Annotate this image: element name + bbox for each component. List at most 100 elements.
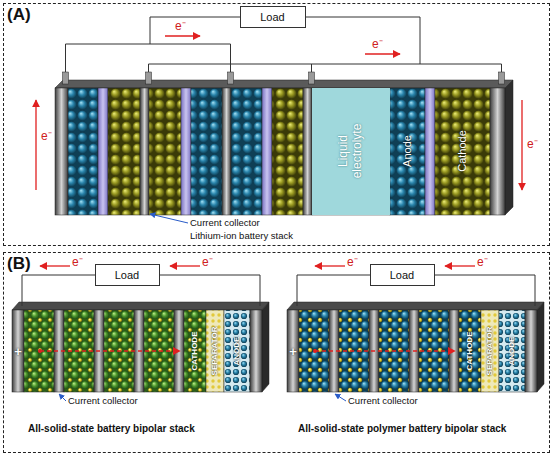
wire (160, 275, 260, 306)
stack-title: All-solid-state battery bipolar stack (28, 424, 195, 434)
separator-layer (481, 310, 499, 392)
cathode-layer (184, 310, 206, 392)
electron-arrow (521, 100, 522, 190)
electron-label: e⁻ (372, 38, 383, 50)
electron-arrows (315, 266, 475, 351)
end-plate (287, 310, 299, 392)
solid-state-stack (12, 302, 269, 392)
stack-side-face (262, 302, 269, 392)
callout-text: Current collector (348, 396, 418, 406)
polymer-stack (287, 302, 544, 392)
load-box: Load (95, 264, 160, 286)
electron-arrow (165, 35, 200, 36)
stack-side-face (505, 80, 513, 215)
electron-arrow (35, 100, 36, 190)
current-collector (55, 88, 68, 215)
electron-arrow (445, 265, 475, 266)
current-collector (490, 88, 505, 215)
electron-label: e⁻ (347, 256, 358, 268)
wire (150, 17, 240, 44)
electron-arrow (315, 265, 345, 266)
layer-label: CATHODE (466, 332, 474, 371)
load-label: Load (260, 11, 284, 23)
leader-arrow (59, 394, 66, 401)
electron-arrows (36, 36, 522, 190)
cathode-layer (435, 88, 490, 215)
wire (297, 275, 370, 306)
load-box: Load (240, 6, 306, 28)
stack-top-face (55, 80, 513, 88)
electron-label: e⁻ (202, 256, 213, 268)
electron-arrows (40, 266, 200, 351)
electron-arrow (365, 53, 400, 54)
internal-current-path (315, 350, 455, 351)
wire (149, 64, 502, 72)
end-plate (12, 310, 24, 392)
terminal-sign: + (14, 345, 22, 358)
layer-label: SEPARATOR (211, 327, 219, 376)
layer-label: CATHODE (191, 332, 199, 371)
stack-side-face (537, 302, 544, 392)
wire (306, 17, 420, 64)
load-box: Load (370, 264, 435, 286)
electron-arrow (170, 265, 200, 266)
collector-tab (146, 72, 152, 84)
layer-label: Liquid electrolyte (337, 111, 365, 191)
separator-layer (206, 310, 224, 392)
leader-arrow (150, 214, 188, 223)
cathode-layer (108, 88, 140, 215)
wire (22, 275, 95, 306)
layer-label: ANODE (508, 337, 516, 366)
cathode-layer (272, 88, 303, 215)
anode-layer (224, 310, 250, 392)
layer-label: Cathode (457, 130, 468, 172)
electron-label: e⁻ (175, 20, 186, 32)
wire (435, 275, 535, 306)
load-label: Load (390, 269, 414, 281)
separator-layer (425, 88, 435, 215)
lithium-ion-stack (55, 72, 513, 215)
electron-label: e⁻ (477, 256, 488, 268)
cathode-layer (459, 310, 481, 392)
electron-arrow (40, 265, 70, 266)
end-plate (250, 310, 262, 392)
layer-label: SEPARATOR (486, 327, 494, 376)
load-label: Load (115, 269, 139, 281)
path-dot (38, 349, 42, 353)
electrolyte-layer (312, 88, 390, 215)
electrolyte-band: Liquid electrolyte (312, 88, 390, 215)
collector-tab (499, 72, 505, 84)
collector-tab (63, 72, 69, 84)
wire (311, 64, 312, 72)
internal-current-path (40, 350, 180, 351)
separator-layer (262, 88, 272, 215)
anode-layer (231, 88, 262, 215)
stack-top-face (287, 302, 544, 310)
panel-letter: (A) (7, 5, 31, 25)
collector-tab (309, 72, 315, 84)
collector-tab (228, 72, 234, 84)
electron-label: e⁻ (72, 256, 83, 268)
electron-label: e⁻ (527, 138, 538, 150)
end-plate (525, 310, 537, 392)
anode-layer (499, 310, 525, 392)
stack-top-face (12, 302, 269, 310)
current-collector (222, 88, 231, 215)
panel-frame: (A) LoadLiquid electrolyte (3, 3, 550, 246)
current-collector (140, 88, 149, 215)
separator-layer (98, 88, 108, 215)
anode-layer (390, 88, 425, 215)
callout-text: Current collector (68, 396, 138, 406)
anode-layer (191, 88, 222, 215)
stack-title: Lithium-ion battery stack (190, 231, 293, 241)
callout-text: Current collector (190, 218, 260, 228)
leader-arrow (335, 394, 346, 401)
separator-layer (181, 88, 191, 215)
panel-letter: (B) (7, 254, 31, 274)
anode-layer (68, 88, 98, 215)
electron-label: e⁻ (41, 130, 52, 142)
cathode-layer (149, 88, 181, 215)
path-dot (313, 349, 317, 353)
layer-label: Anode (402, 135, 413, 167)
